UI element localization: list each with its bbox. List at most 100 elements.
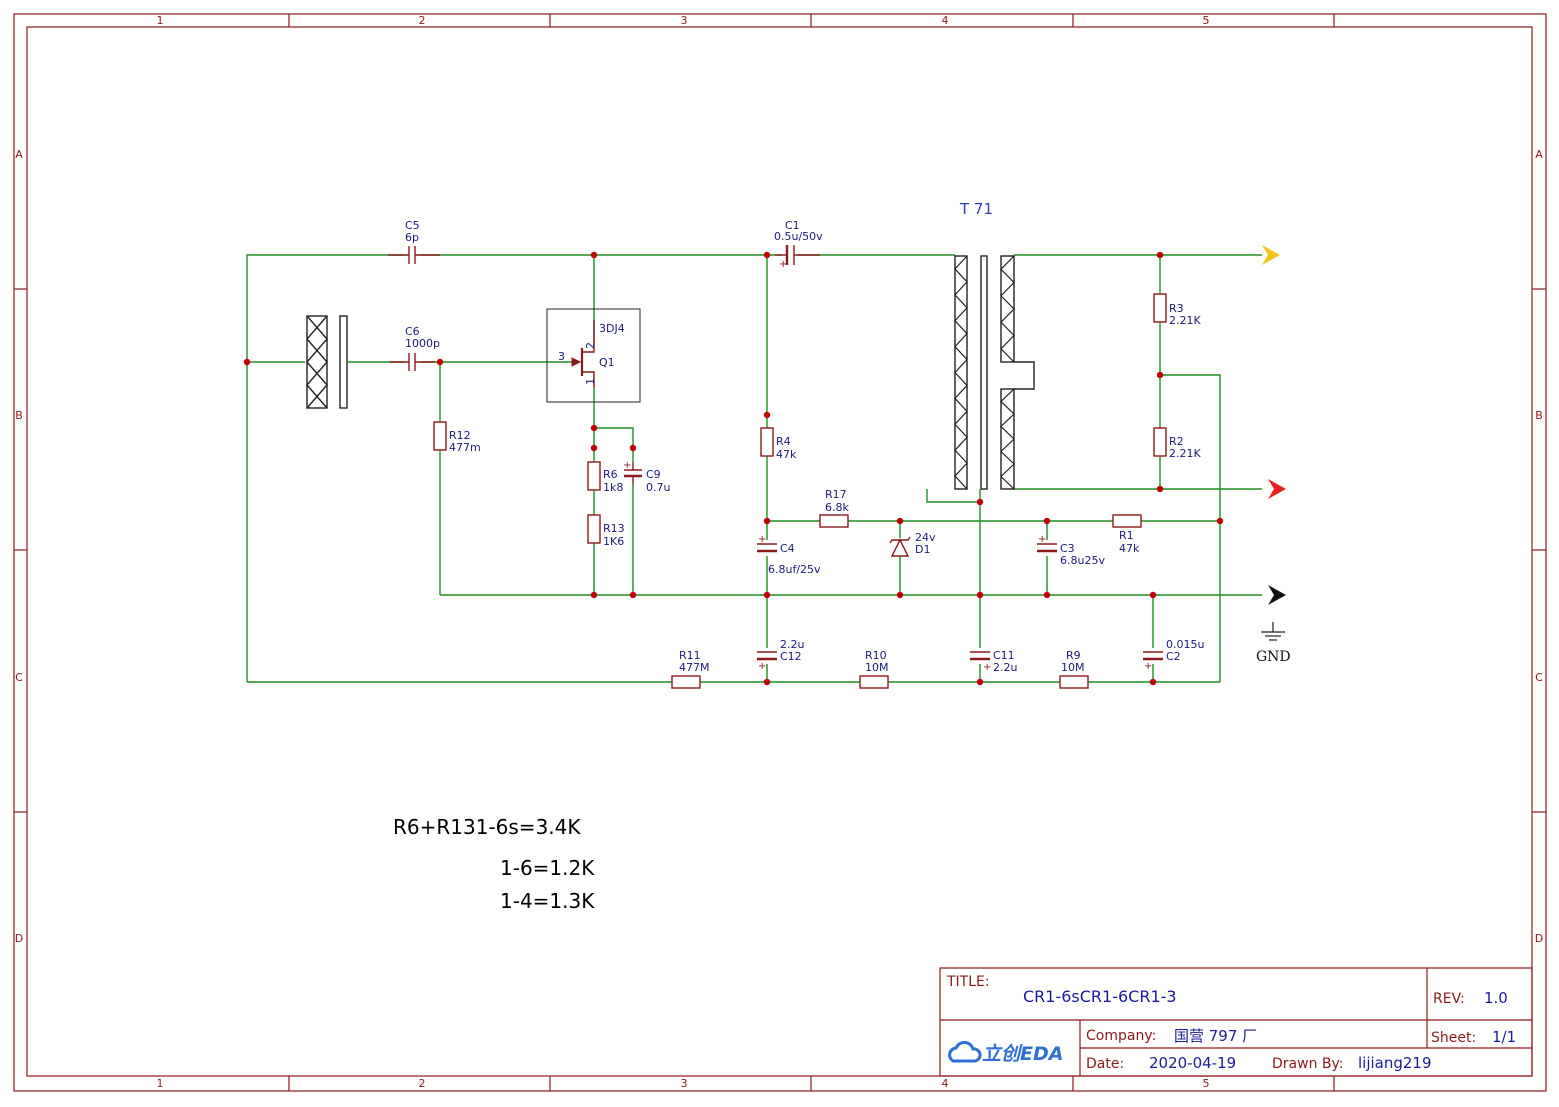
- col-label-bottom-4: 4: [942, 1077, 949, 1090]
- row-labels: A B C D A B C D: [15, 148, 1543, 945]
- zener-d1: 24v D1: [889, 531, 936, 557]
- title-label: TITLE:: [946, 974, 990, 990]
- junctions: [243, 251, 1224, 686]
- r6-value: 1k8: [603, 481, 623, 494]
- r4-value: 47k: [776, 448, 797, 461]
- c5-value: 6p: [405, 231, 419, 244]
- frame-ticks: [14, 14, 1546, 1091]
- q1-pin-source: 1: [584, 378, 597, 385]
- col-label-top-1: 1: [157, 14, 164, 27]
- r9-ref: R9: [1066, 649, 1081, 662]
- logo-text: 立创EDA: [982, 1043, 1063, 1065]
- r9-value: 10M: [1061, 661, 1085, 674]
- row-label-right-a: A: [1535, 148, 1543, 161]
- r2-value: 2.21K: [1169, 447, 1201, 460]
- r3-value: 2.21K: [1169, 314, 1201, 327]
- t71-ref: T 71: [959, 200, 993, 218]
- resistor-r17: R17 6.8k: [819, 488, 849, 528]
- c2-ref: C2: [1166, 650, 1181, 663]
- notes: R6+R131-6s=3.4K 1-6=1.2K 1-4=1.3K: [393, 815, 595, 913]
- col-label-bottom-2: 2: [419, 1077, 426, 1090]
- col-label-bottom-5: 5: [1203, 1077, 1210, 1090]
- r13-ref: R13: [603, 522, 625, 535]
- resistor-r12: R12 477m: [433, 421, 481, 454]
- note-line-1: R6+R131-6s=3.4K: [393, 815, 581, 839]
- input-coil: [306, 315, 348, 409]
- c6-value: 1000p: [405, 337, 440, 350]
- c11-ref: C11: [993, 649, 1015, 662]
- svg-text:+: +: [1038, 534, 1046, 545]
- svg-text:+: +: [779, 259, 787, 270]
- resistor-r2: R2 2.21K: [1153, 427, 1201, 460]
- row-label-left-d: D: [15, 932, 23, 945]
- row-label-right-d: D: [1535, 932, 1543, 945]
- row-label-left-c: C: [15, 671, 23, 684]
- rev-value: 1.0: [1484, 989, 1508, 1007]
- title-block: TITLE: CR1-6sCR1-6CR1-3 REV: 1.0 Company…: [939, 967, 1533, 1077]
- t71-secondary-winding: [1000, 255, 1015, 490]
- r10-value: 10M: [865, 661, 889, 674]
- svg-text:+: +: [983, 662, 991, 673]
- q1-value: 3DJ4: [599, 322, 625, 335]
- r3-ref: R3: [1169, 302, 1184, 315]
- c11-value: 2.2u: [993, 661, 1017, 674]
- row-label-left-b: B: [15, 409, 23, 422]
- drawing-frame: [13, 13, 1547, 1092]
- title-value: CR1-6sCR1-6CR1-3: [1023, 987, 1177, 1006]
- cloud-icon: [948, 1040, 982, 1063]
- c12-ref: C12: [780, 650, 802, 663]
- capacitor-c11: + C11 2.2u: [970, 649, 1017, 674]
- col-label-bottom-1: 1: [157, 1077, 164, 1090]
- transistor-q1: 3 2 1 Q1 3DJ4: [546, 308, 641, 403]
- note-line-3: 1-4=1.3K: [500, 889, 595, 913]
- sheet-label: Sheet:: [1431, 1030, 1476, 1046]
- capacitor-c2: + 0.015u C2: [1143, 638, 1204, 672]
- c3-ref: C3: [1060, 542, 1075, 555]
- d1-value: 24v: [915, 531, 936, 544]
- output-arrow-middle: [1268, 479, 1286, 499]
- col-label-bottom-3: 3: [681, 1077, 688, 1090]
- capacitor-c4: + C4 6.8uf/25v: [757, 534, 821, 576]
- c5-ref: C5: [405, 219, 420, 232]
- r4-ref: R4: [776, 435, 791, 448]
- drawn-by-label: Drawn By:: [1272, 1056, 1343, 1072]
- resistor-r11: R11 477M: [671, 649, 710, 689]
- svg-text:+: +: [758, 534, 766, 545]
- resistor-r3: R3 2.21K: [1153, 293, 1201, 327]
- col-label-top-4: 4: [942, 14, 949, 27]
- resistor-r9: R9 10M: [1059, 649, 1089, 689]
- svg-text:+: +: [758, 661, 766, 672]
- resistor-r6: R6 1k8: [587, 461, 623, 494]
- q1-pin-gate: 3: [558, 350, 565, 363]
- q1-pin-drain: 2: [584, 342, 597, 349]
- r1-ref: R1: [1119, 529, 1134, 542]
- q1-ref: Q1: [599, 356, 615, 369]
- r17-ref: R17: [825, 488, 847, 501]
- col-label-top-3: 3: [681, 14, 688, 27]
- capacitor-c9: + C9 0.7u: [623, 460, 670, 494]
- capacitor-c3: + C3 6.8u25v: [1037, 534, 1105, 567]
- d1-ref: D1: [915, 543, 930, 556]
- date-label: Date:: [1086, 1056, 1124, 1072]
- capacitor-c5: C5 6p: [388, 219, 440, 264]
- row-label-right-b: B: [1535, 409, 1543, 422]
- r11-ref: R11: [679, 649, 701, 662]
- c9-value: 0.7u: [646, 481, 670, 494]
- svg-text:+: +: [1144, 661, 1152, 672]
- rev-label: REV:: [1433, 991, 1465, 1007]
- c4-ref: C4: [780, 542, 795, 555]
- capacitor-c1: + C1 0.5u/50v: [774, 219, 823, 270]
- r17-value: 6.8k: [825, 501, 849, 514]
- output-arrow-bottom: [1268, 585, 1286, 605]
- ground-symbol: GND: [1256, 622, 1291, 665]
- resistor-r1: R1 47k: [1112, 514, 1142, 555]
- c1-ref: C1: [785, 219, 800, 232]
- r12-ref: R12: [449, 429, 471, 442]
- r12-value: 477m: [449, 441, 481, 454]
- capacitor-c12: + 2.2u C12: [757, 638, 804, 672]
- r11-value: 477M: [679, 661, 710, 674]
- resistor-r10: R10 10M: [859, 649, 889, 689]
- c2-value: 0.015u: [1166, 638, 1204, 651]
- column-labels: 1 2 3 4 5 1 2 3 4 5: [157, 14, 1210, 1090]
